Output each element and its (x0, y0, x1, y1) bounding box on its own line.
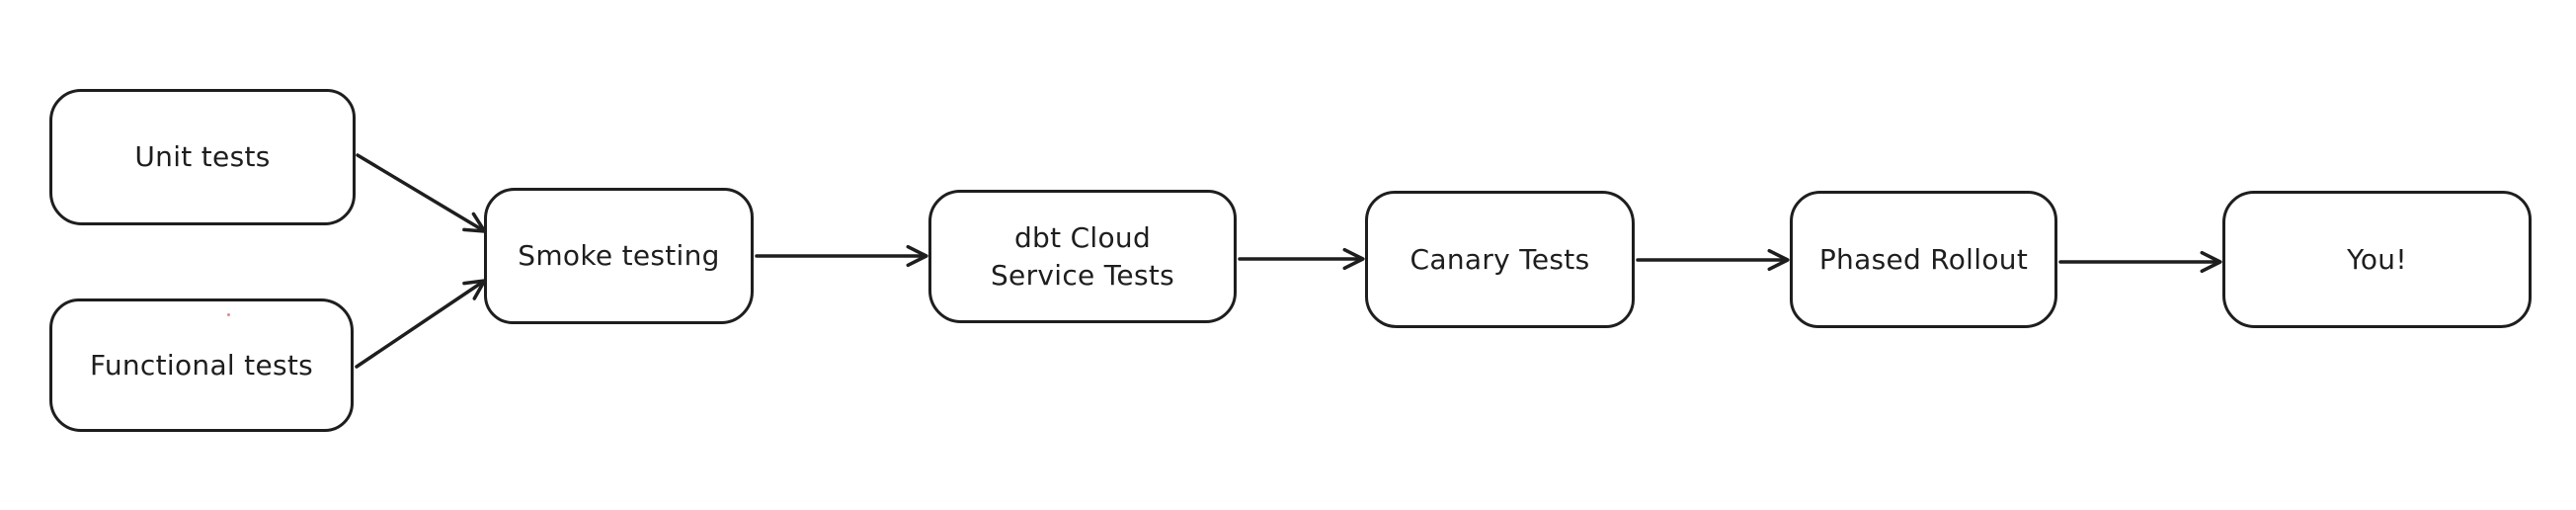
node-phased-rollout: Phased Rollout (1790, 191, 2057, 328)
node-label: Canary Tests (1409, 242, 1590, 276)
node-you: You! (2222, 191, 2532, 328)
node-unit-tests: Unit tests (49, 89, 356, 225)
node-dbt-cloud-service-tests: dbt Cloud Service Tests (928, 190, 1237, 323)
node-label-line-2: Service Tests (990, 258, 1174, 292)
node-label: Phased Rollout (1818, 242, 2029, 276)
node-label: Smoke testing (518, 239, 720, 272)
arrow-unit-tests-to-smoke-testing (356, 153, 487, 233)
node-label-line-1: dbt Cloud (1013, 220, 1152, 254)
arrow-functional-tests-to-smoke-testing (355, 279, 487, 369)
node-label: You! (2347, 242, 2407, 276)
node-smoke-testing: Smoke testing (484, 188, 754, 324)
node-canary-tests: Canary Tests (1365, 191, 1635, 328)
node-label: Unit tests (134, 140, 271, 173)
red-pixel-artifact (227, 313, 230, 316)
node-label: Functional tests (89, 348, 314, 382)
node-functional-tests: Functional tests (49, 298, 354, 432)
